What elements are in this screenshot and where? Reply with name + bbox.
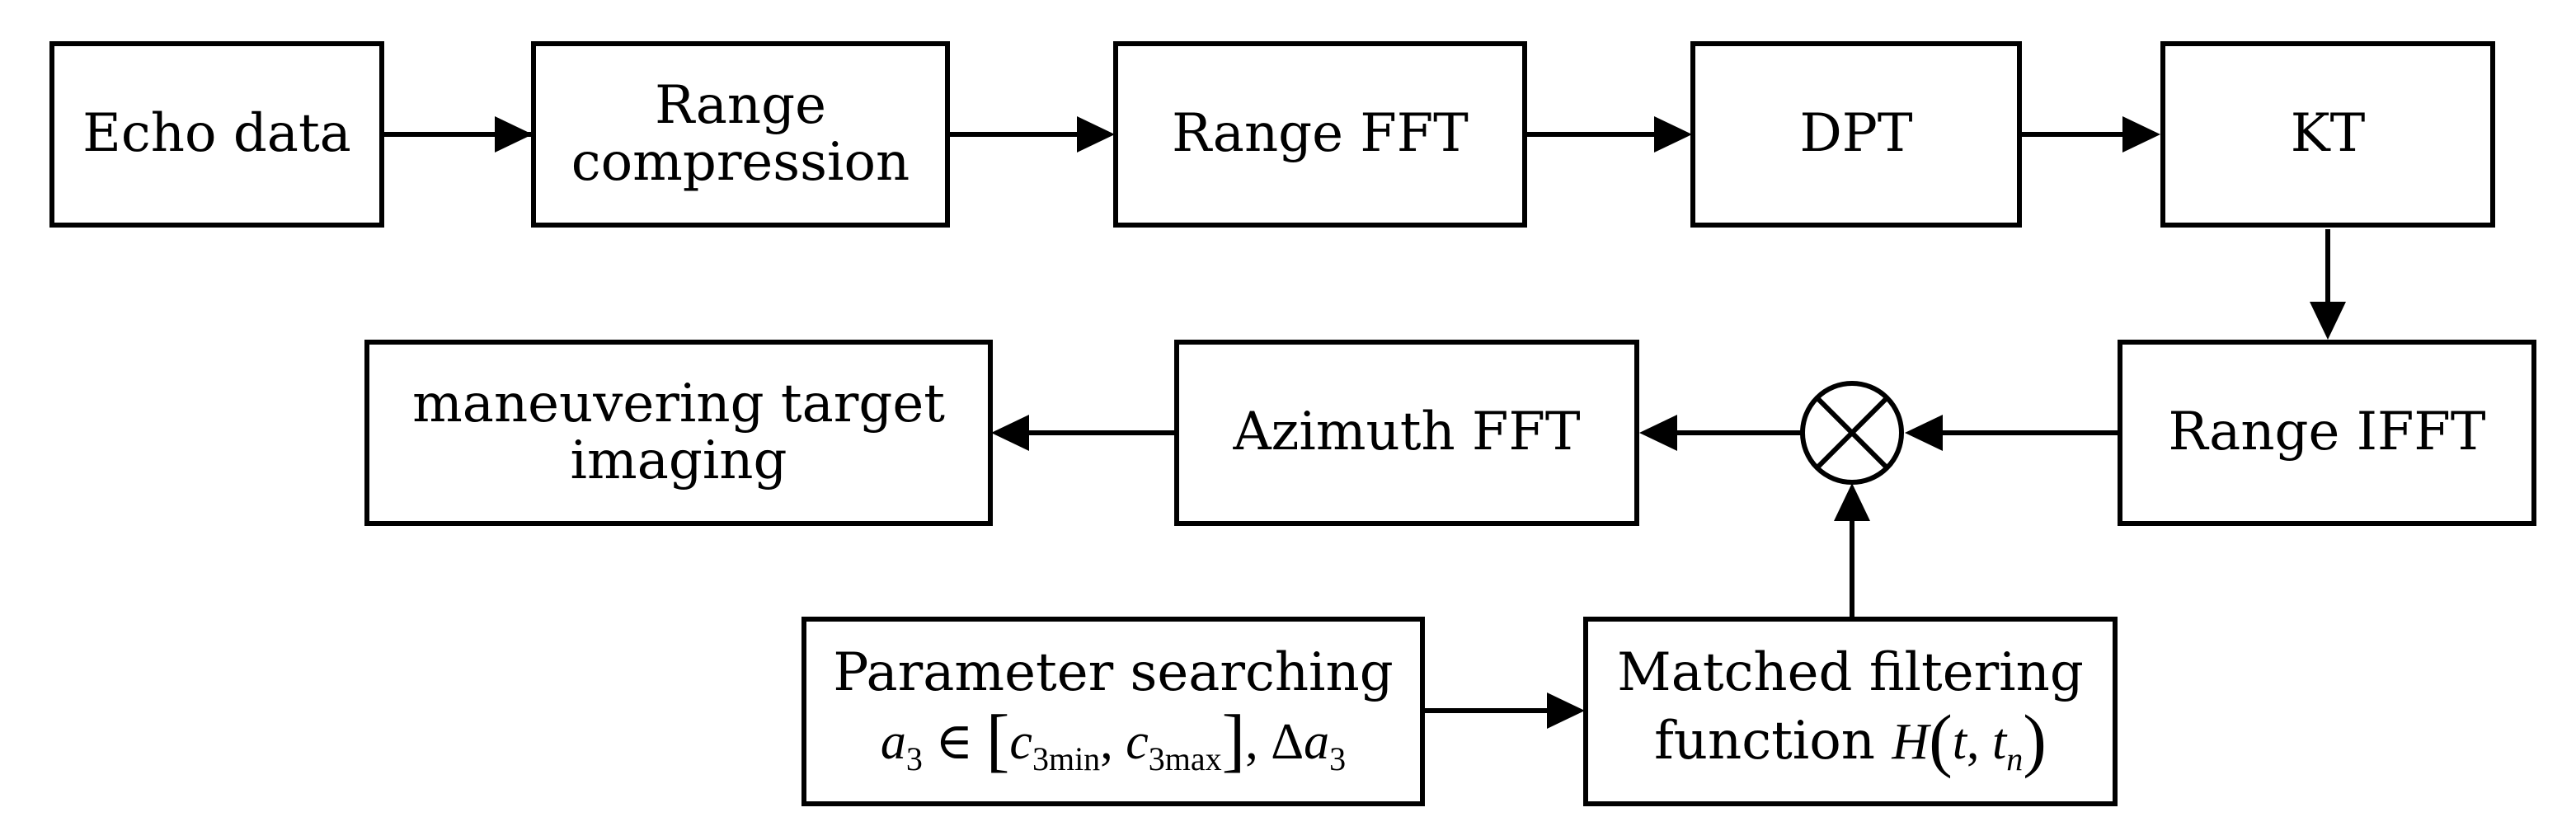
range-ifft-label: Range IFFT [2168, 401, 2486, 463]
echo-data-label: Echo data [82, 103, 351, 165]
arrowhead-9 [1834, 483, 1870, 521]
imaging-label-line2: imaging [570, 430, 787, 491]
arrowhead-2 [1077, 116, 1115, 153]
range-fft-box: Range FFT [1113, 41, 1527, 228]
arrowhead-1 [495, 116, 533, 153]
echo-data-box: Echo data [49, 41, 384, 228]
arrowhead-7 [1639, 415, 1677, 451]
dpt-label: DPT [1799, 103, 1913, 165]
arrowhead-6 [1905, 415, 1943, 451]
parameter-searching-label: Parameter searching [833, 642, 1394, 703]
parameter-range-formula: a3 ∈ [c3min, c3max], Δa3 [880, 700, 1347, 780]
matched-filtering-box: Matched filtering function H(t, tn) [1583, 617, 2118, 806]
imaging-label-line1: maneuvering target [412, 373, 945, 434]
kt-box: KT [2160, 41, 2495, 228]
matched-filtering-label: Matched filtering [1617, 642, 2084, 703]
dpt-box: DPT [1690, 41, 2022, 228]
arrowhead-5 [2310, 302, 2346, 340]
kt-label: KT [2290, 103, 2366, 165]
maneuvering-target-imaging-box: maneuvering target imaging [364, 340, 993, 526]
range-fft-label: Range FFT [1172, 103, 1469, 165]
multiplier-symbol [1800, 381, 1904, 485]
parameter-searching-box: Parameter searching a3 ∈ [c3min, c3max],… [801, 617, 1425, 806]
range-compression-label-line2: compression [571, 132, 910, 193]
arrowhead-8 [991, 415, 1029, 451]
matched-filtering-function-line: function H(t, tn) [1654, 700, 2047, 780]
range-compression-label-line1: Range [655, 74, 826, 136]
range-ifft-box: Range IFFT [2118, 340, 2536, 526]
arrowhead-3 [1654, 116, 1692, 153]
arrowhead-10 [1547, 692, 1585, 729]
azimuth-fft-label: Azimuth FFT [1233, 401, 1581, 463]
arrowhead-4 [2122, 116, 2160, 153]
range-compression-box: Range compression [531, 41, 950, 228]
azimuth-fft-box: Azimuth FFT [1174, 340, 1639, 526]
